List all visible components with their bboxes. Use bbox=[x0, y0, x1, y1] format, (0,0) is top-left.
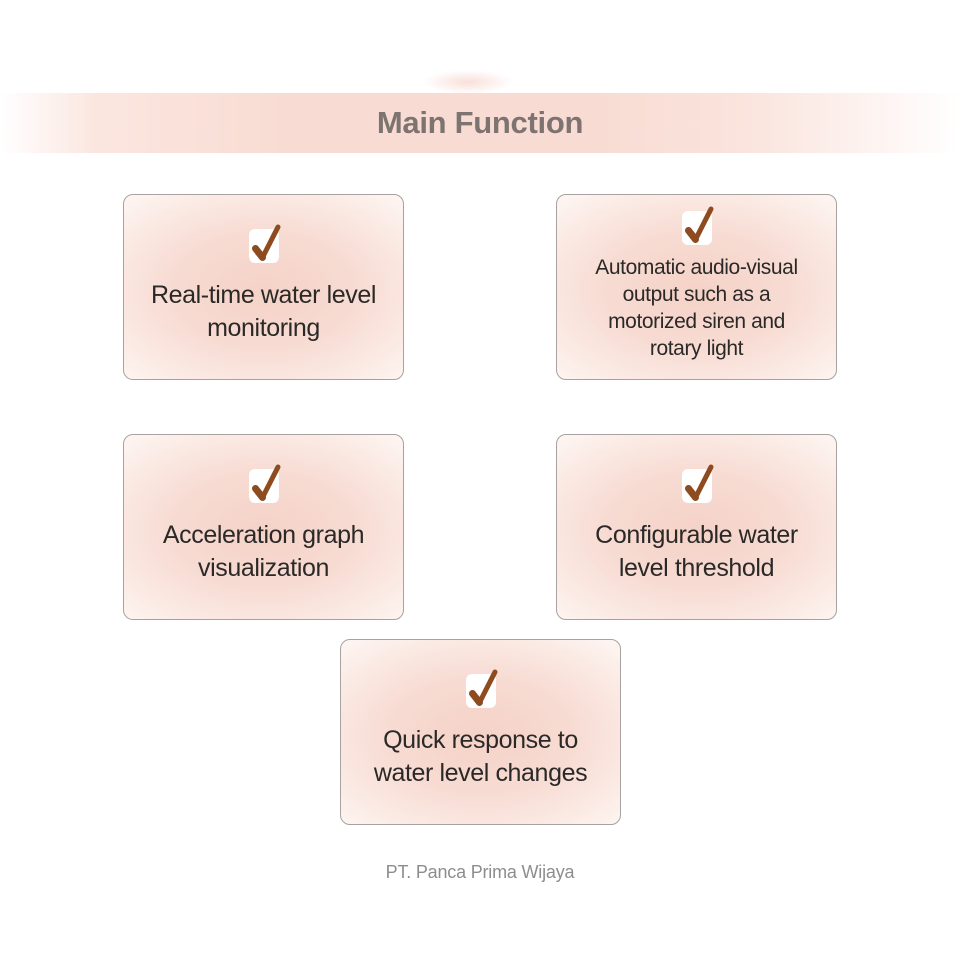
check-icon bbox=[251, 464, 280, 501]
check-icon bbox=[468, 669, 497, 706]
check-icon bbox=[684, 464, 713, 501]
feature-card-real-time-monitoring: Real-time water level monitoring bbox=[123, 194, 404, 380]
feature-card-quick-response: Quick response to water level changes bbox=[340, 639, 621, 825]
card-label: Real-time water level monitoring bbox=[151, 279, 376, 345]
card-label-line: Acceleration graph bbox=[162, 521, 365, 549]
card-label-line: rotary light bbox=[649, 336, 744, 360]
check-badge bbox=[681, 464, 713, 503]
card-label: Configurable water level threshold bbox=[595, 519, 798, 585]
feature-card-acceleration-graph: Acceleration graph visualization bbox=[123, 434, 404, 620]
card-label-line: output such as a bbox=[622, 283, 771, 307]
check-icon bbox=[251, 224, 280, 261]
card-label-line: visualization bbox=[198, 554, 329, 582]
card-label-line: Real-time water level bbox=[150, 281, 376, 309]
card-label-line: motorized siren and bbox=[608, 310, 785, 333]
feature-card-audio-visual-output: Automatic audio-visual output such as a … bbox=[556, 194, 837, 380]
card-label: Quick response to water level changes bbox=[373, 724, 588, 790]
card-label-line: Quick response to bbox=[383, 726, 578, 754]
feature-card-configurable-threshold: Configurable water level threshold bbox=[556, 434, 837, 620]
footer-company-name: PT. Panca Prima Wijaya bbox=[385, 862, 575, 882]
card-label-line: level threshold bbox=[618, 554, 775, 582]
card-label-line: Automatic audio-visual bbox=[595, 256, 798, 280]
card-label-line: water level changes bbox=[373, 759, 588, 787]
page-title: Main Function bbox=[376, 105, 584, 140]
check-icon bbox=[684, 206, 713, 244]
card-label: Automatic audio-visual output such as a … bbox=[595, 255, 798, 363]
header-band: Main Function bbox=[0, 93, 960, 153]
check-badge bbox=[248, 224, 280, 263]
card-label: Acceleration graph visualization bbox=[162, 519, 365, 585]
card-label-line: Configurable water bbox=[595, 521, 798, 549]
check-badge bbox=[248, 464, 280, 503]
card-label-line: monitoring bbox=[207, 314, 320, 342]
header-smudge-decoration bbox=[423, 70, 513, 94]
check-badge bbox=[465, 669, 497, 708]
check-badge bbox=[681, 206, 713, 246]
